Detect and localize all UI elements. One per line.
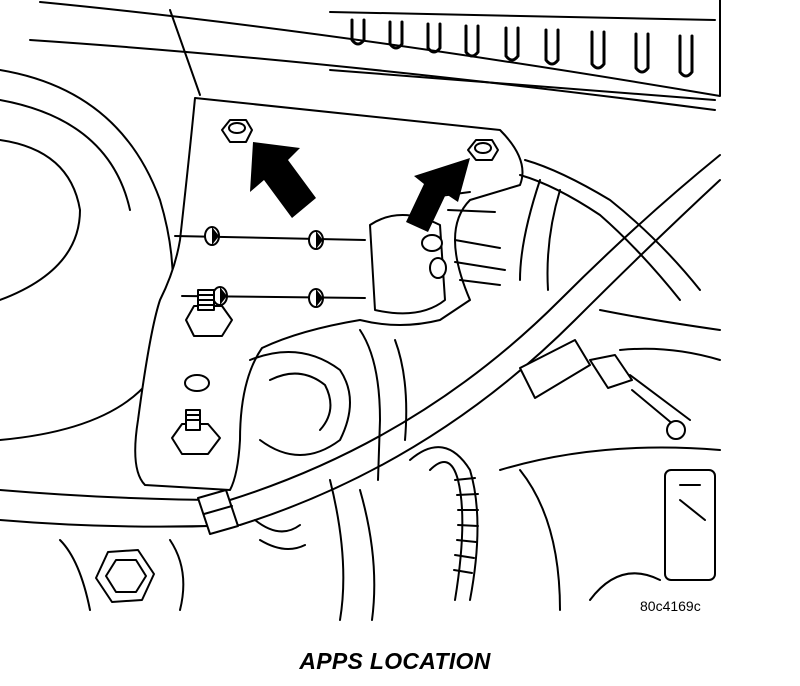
arrow-to-left-nut xyxy=(250,142,316,218)
stud-nut-lower xyxy=(171,409,221,455)
wiring-harness xyxy=(519,159,721,440)
intake-components xyxy=(249,329,408,621)
stud-nut-upper xyxy=(185,289,233,337)
grille-slots xyxy=(329,11,716,101)
bracket-holes xyxy=(184,226,324,392)
figure-reference-code: 80c4169c xyxy=(640,598,701,614)
upper-mounting-nut-right xyxy=(467,139,499,161)
figure-caption: APPS LOCATION xyxy=(299,648,491,674)
battery-box xyxy=(499,446,721,611)
upper-mounting-nut-left xyxy=(221,119,253,143)
diagonal-cable xyxy=(0,154,721,535)
cowl-grille xyxy=(29,0,721,111)
arrow-to-right-nut xyxy=(406,158,470,232)
hex-bolt-lower-left xyxy=(59,539,185,611)
corrugated-hose xyxy=(409,446,479,601)
